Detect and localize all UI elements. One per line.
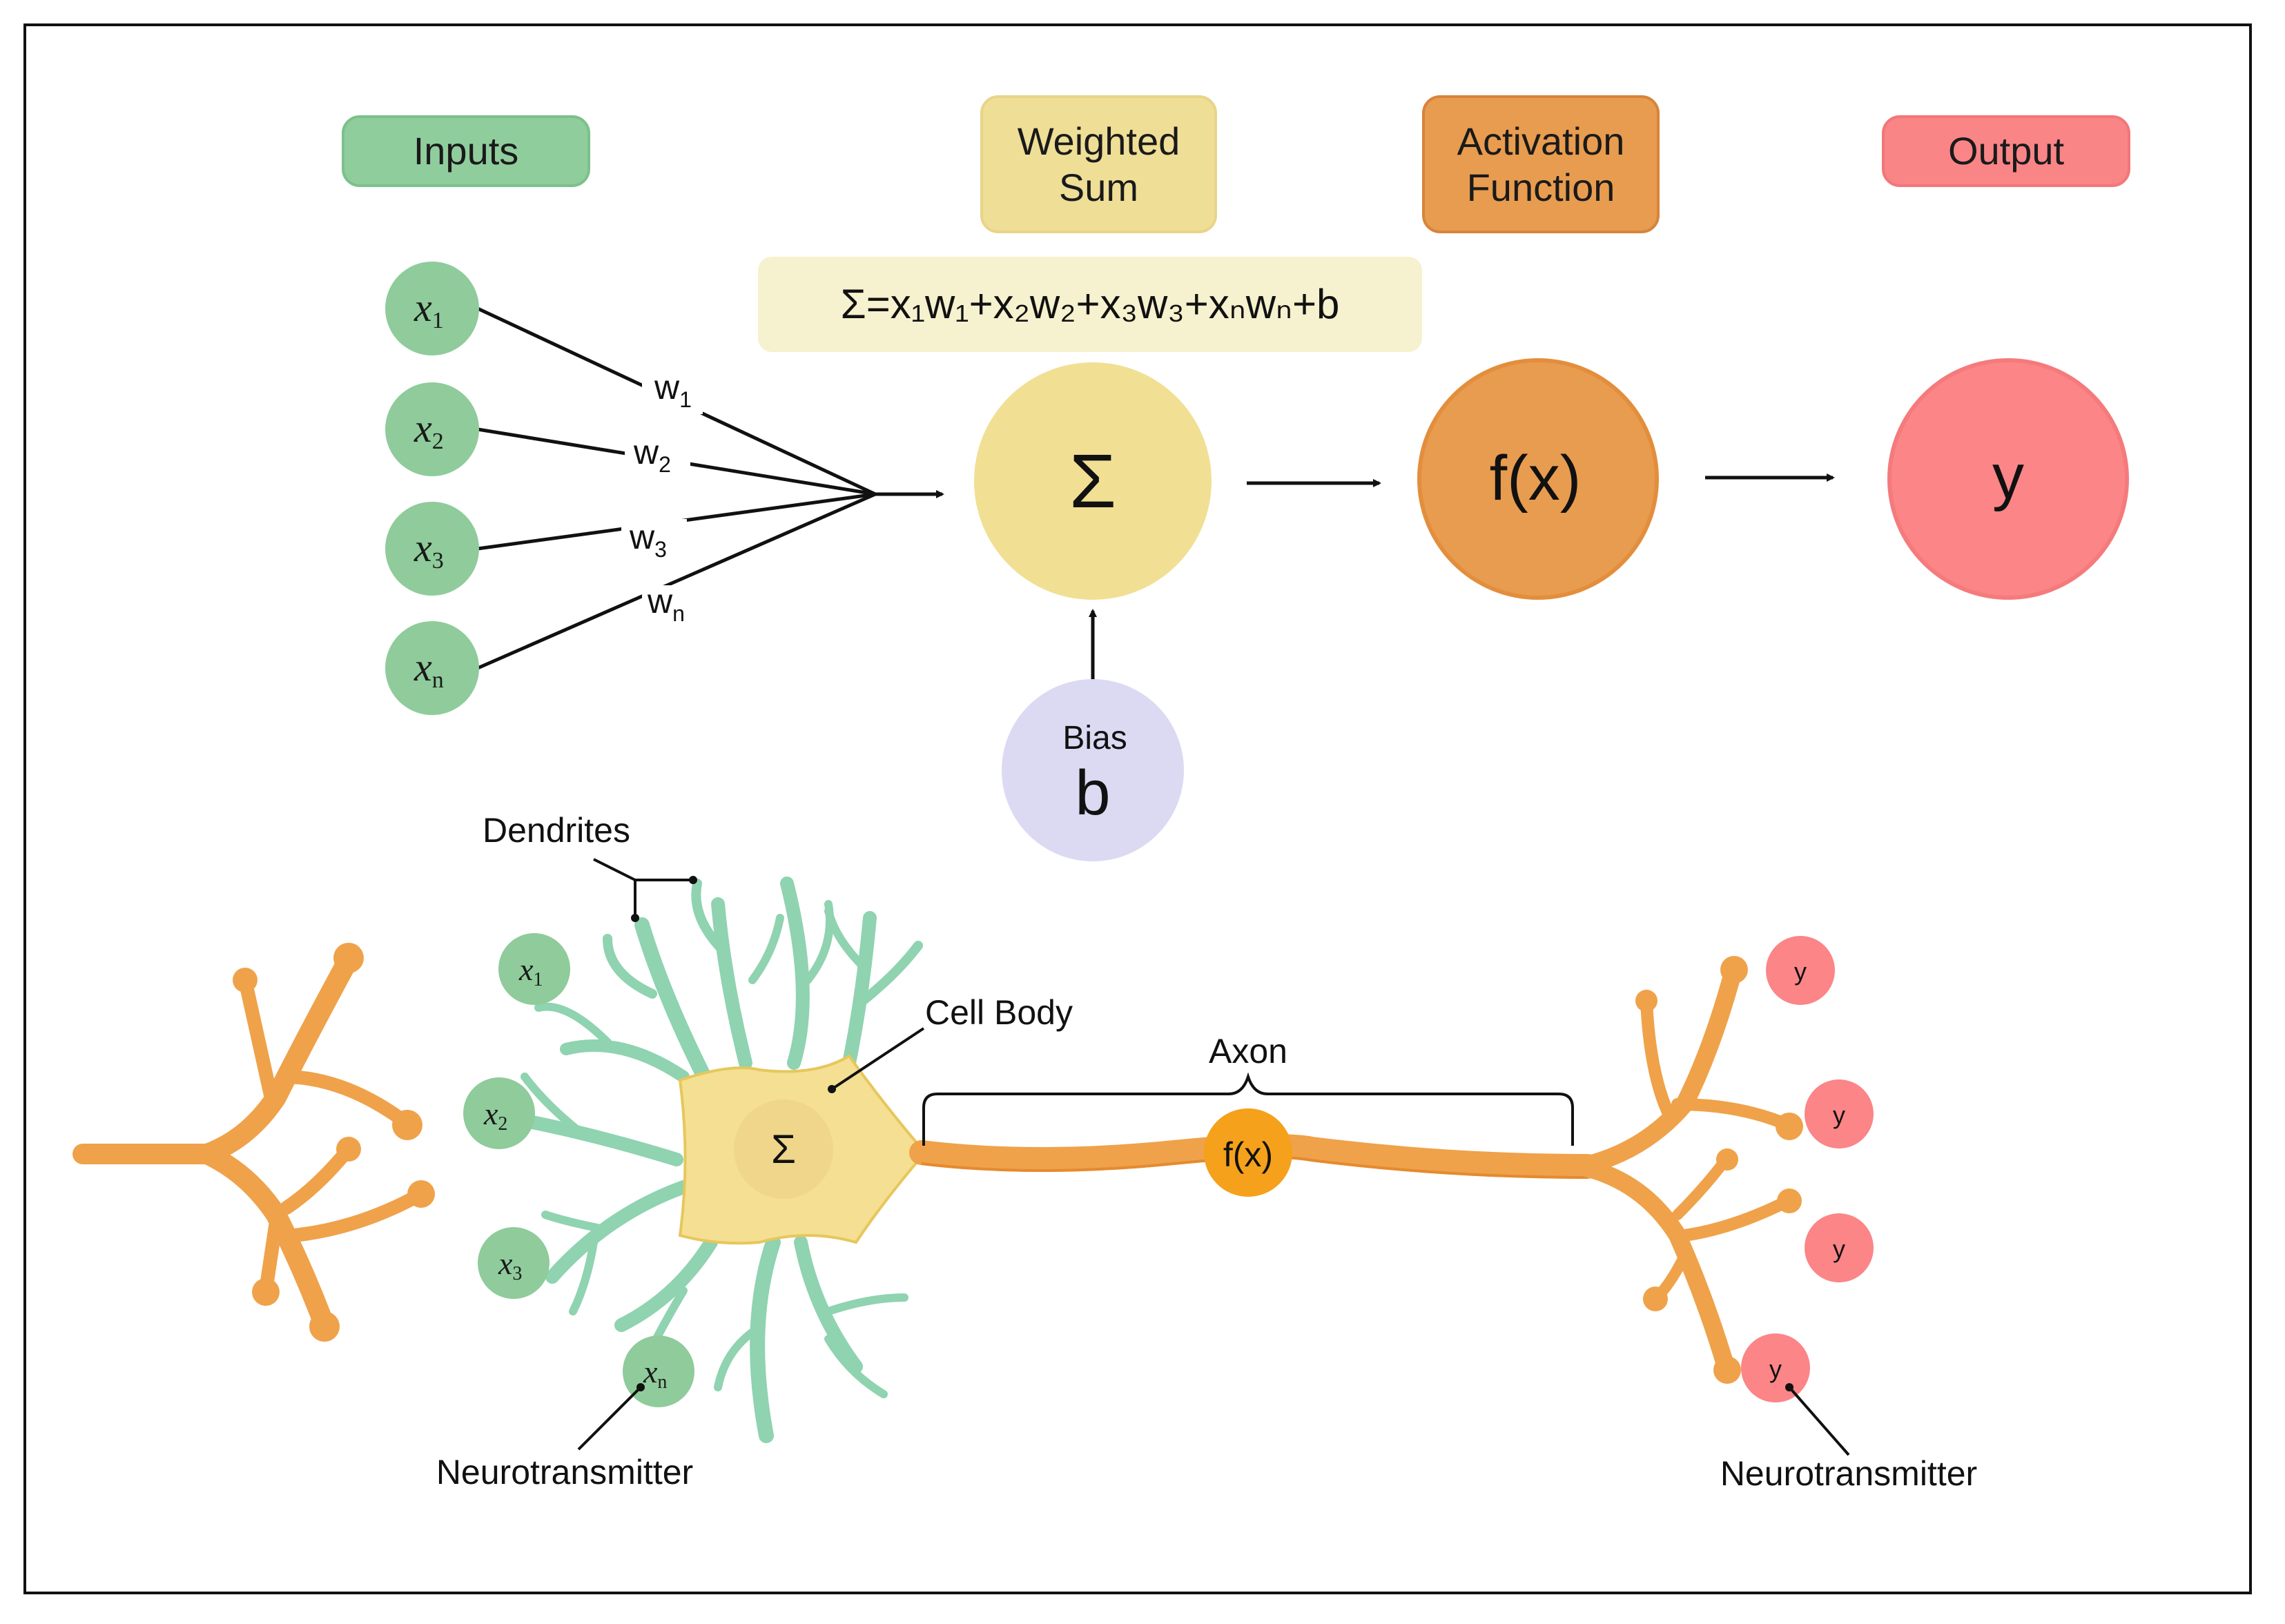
- neuron-input-nodes: x1 x2 x3 xn: [463, 933, 694, 1407]
- output-node: [1887, 358, 2129, 600]
- weight-2: w2: [633, 433, 671, 477]
- neuron-input-label-1: x1: [518, 952, 543, 990]
- input-nodes: x1 x2 x3 xn: [385, 262, 479, 715]
- neuron-output-label-4: y: [1769, 1355, 1782, 1383]
- activation-symbol: f(x): [1490, 443, 1582, 513]
- input-node-3: [385, 502, 479, 596]
- weighted-sum-header: Weighted Sum: [980, 95, 1217, 233]
- nucleus: [734, 1099, 833, 1199]
- neuron-output-1: [1766, 936, 1835, 1005]
- neuron-input-1: [498, 933, 570, 1005]
- neurotransmitter-right-label: Neurotransmitter: [1720, 1454, 1977, 1493]
- neuron-input-2: [463, 1077, 535, 1149]
- input-label-3: x3: [414, 525, 444, 574]
- sum-node: [974, 362, 1212, 600]
- axon-node: [1204, 1108, 1292, 1197]
- neuron-input-label-3: x3: [498, 1246, 522, 1284]
- weight-label-bg: [621, 366, 704, 631]
- dendrites-bracket: [634, 879, 693, 918]
- soma-symbol: Σ: [771, 1127, 796, 1172]
- neuron-output-2: [1805, 1079, 1874, 1148]
- axon-symbol: f(x): [1223, 1135, 1273, 1174]
- weight-bg-2: [625, 431, 690, 473]
- neuron-output-label-3: y: [1833, 1235, 1845, 1263]
- left-terminal-bulbs: [233, 943, 435, 1342]
- input-label-2: x2: [414, 406, 444, 454]
- weighted-sum-formula: Σ=x₁w₁+x₂w₂+x₃w₃+xₙwₙ+b: [758, 257, 1422, 352]
- weight-1: w1: [654, 368, 692, 412]
- right-terminal-bulbs: [1635, 956, 1803, 1384]
- right-axon-terminal: [1572, 964, 1794, 1376]
- weight-line-n: [476, 492, 877, 670]
- input-node-n: [385, 621, 479, 715]
- weight-bg-1: [642, 366, 703, 414]
- axon-label: Axon: [1209, 1032, 1287, 1070]
- neuron-output-nodes: y y y y: [1741, 936, 1874, 1402]
- weight-n: wn: [647, 582, 685, 626]
- left-axon-terminal: [72, 949, 428, 1336]
- neuron-input-3: [478, 1227, 550, 1299]
- neurotransmitter-right-leader: [1788, 1386, 1850, 1456]
- output-header: Output: [1882, 115, 2130, 187]
- bias-symbol: b: [1075, 758, 1110, 828]
- axon-bracket: [922, 1072, 1574, 1146]
- neuron-output-label-1: y: [1794, 957, 1807, 986]
- input-node-1: [385, 262, 479, 355]
- activation-node: [1417, 358, 1659, 600]
- neuron-input-label-2: x2: [483, 1096, 507, 1135]
- weight-bg-3: [621, 519, 687, 560]
- bias-label: Bias: [1062, 720, 1127, 756]
- dendrites-label: Dendrites: [483, 811, 630, 850]
- input-label-n: xn: [414, 645, 444, 693]
- neurotransmitter-left-label: Neurotransmitter: [436, 1453, 693, 1491]
- weight-bg-n: [642, 585, 704, 631]
- input-label-1: x1: [414, 285, 444, 333]
- bias-node: [1002, 679, 1184, 861]
- sum-symbol: Σ: [1069, 439, 1116, 524]
- output-symbol: y: [1992, 442, 2024, 512]
- cell-body-label: Cell Body: [925, 993, 1073, 1032]
- cell-body-leader: [830, 1027, 925, 1090]
- neuron-output-3: [1805, 1213, 1874, 1282]
- inputs-header: Inputs: [342, 115, 590, 187]
- activation-function-header: Activation Function: [1422, 95, 1660, 233]
- neurotransmitter-left-leader: [577, 1386, 642, 1451]
- diagram-frame: [23, 23, 2252, 1594]
- neuron-output-label-2: y: [1833, 1101, 1845, 1129]
- weight-3: w3: [629, 518, 667, 562]
- dendrites: [504, 877, 923, 1443]
- dendrites-leader: [593, 858, 636, 881]
- input-node-2: [385, 382, 479, 476]
- neuron-input-label-n: xn: [643, 1354, 667, 1393]
